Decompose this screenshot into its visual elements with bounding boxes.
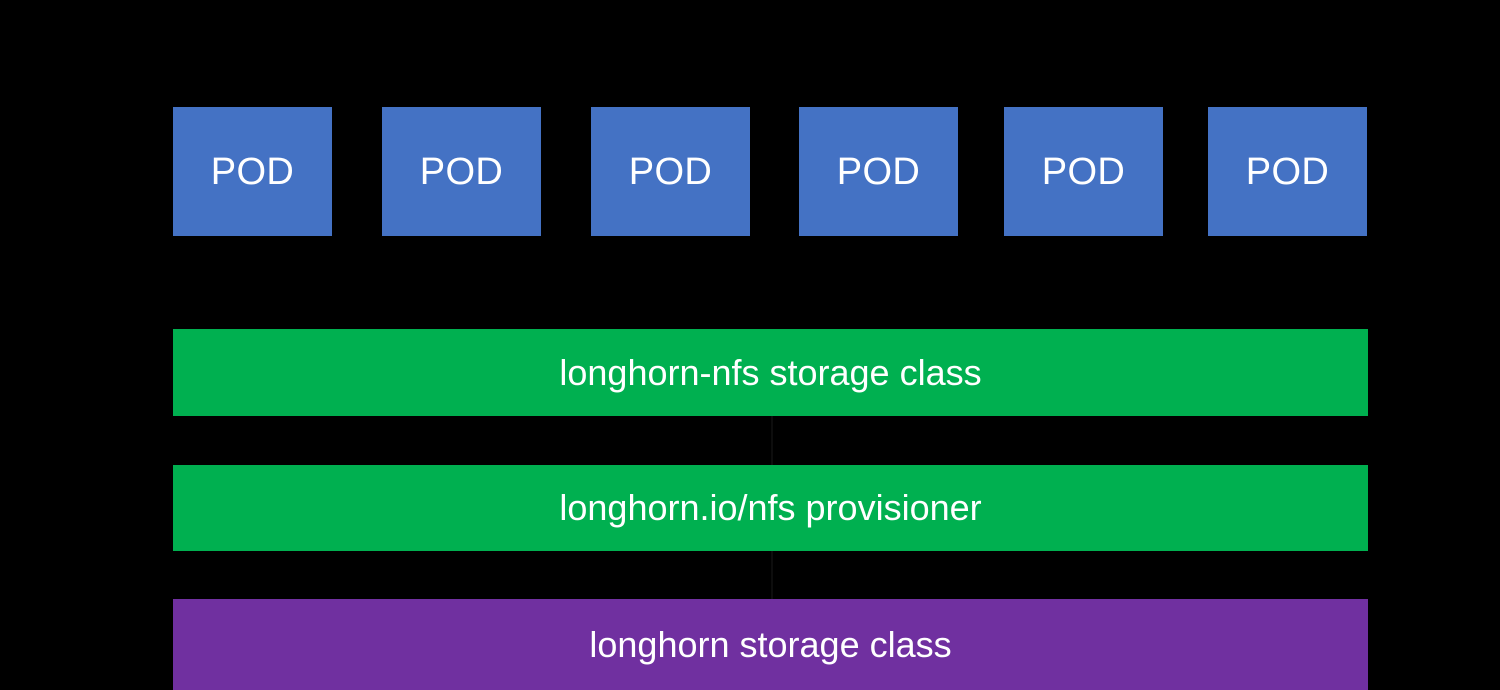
pod-box-2[interactable]: POD	[382, 107, 541, 236]
pod-box-5[interactable]: POD	[1004, 107, 1163, 236]
pod-box-label: POD	[836, 150, 921, 193]
connector-tick-upper	[771, 416, 773, 465]
layer-bar-label: longhorn-nfs storage class	[559, 351, 982, 393]
layer-bar-label: longhorn storage class	[589, 623, 952, 665]
pod-box-label: POD	[210, 150, 295, 193]
pod-box-label: POD	[628, 150, 713, 193]
layer-bar-nfs-storage-class[interactable]: longhorn-nfs storage class	[173, 329, 1368, 416]
pod-row: POD POD POD POD POD POD	[0, 107, 1500, 236]
pod-box-label: POD	[419, 150, 504, 193]
pod-box-4[interactable]: POD	[799, 107, 958, 236]
connector-tick-lower	[771, 551, 773, 599]
layer-bar-longhorn-storage-class[interactable]: longhorn storage class	[173, 599, 1368, 690]
pod-box-label: POD	[1245, 150, 1330, 193]
pod-box-3[interactable]: POD	[591, 107, 750, 236]
pod-box-6[interactable]: POD	[1208, 107, 1367, 236]
layer-bar-label: longhorn.io/nfs provisioner	[559, 487, 982, 528]
pod-box-label: POD	[1041, 150, 1126, 193]
pod-box-1[interactable]: POD	[173, 107, 332, 236]
layer-bar-nfs-provisioner[interactable]: longhorn.io/nfs provisioner	[173, 465, 1368, 551]
